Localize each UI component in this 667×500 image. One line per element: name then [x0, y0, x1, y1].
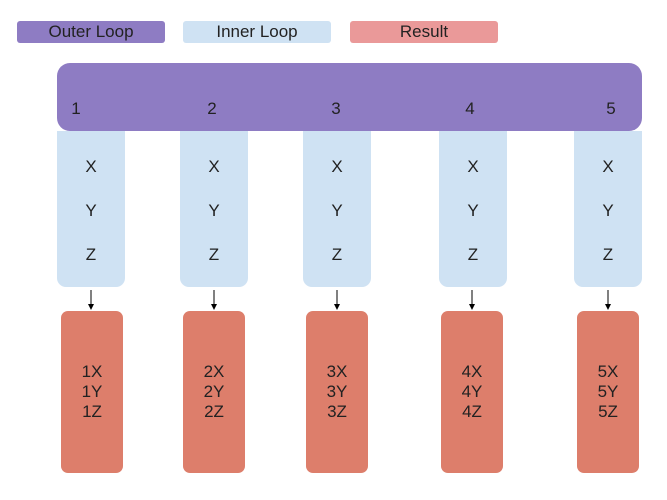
outer-loop-value-2: 2	[207, 99, 217, 118]
outer-loop-bar	[57, 63, 642, 131]
result-column-4: 4X 4Y 4Z	[441, 311, 503, 473]
inner-loop-column-1: X Y Z	[57, 131, 125, 287]
outer-loop-value-3: 3	[331, 99, 341, 118]
inner-item-z: Z	[208, 245, 220, 264]
result-item: 1X	[81, 362, 103, 381]
legend-inner-loop-label: Inner Loop	[216, 22, 298, 41]
inner-item-z: Z	[331, 245, 343, 264]
result-item: 4X	[461, 362, 483, 381]
inner-item-x: X	[467, 157, 479, 176]
inner-item-x: X	[208, 157, 220, 176]
result-item: 3Y	[326, 382, 348, 401]
result-item: 3Z	[327, 402, 347, 421]
result-column-1: 1X 1Y 1Z	[61, 311, 123, 473]
inner-item-y: Y	[208, 201, 220, 220]
inner-item-x: X	[85, 157, 97, 176]
result-item: 2Z	[204, 402, 224, 421]
result-item: 2Y	[203, 382, 225, 401]
outer-loop-value-4: 4	[465, 99, 475, 118]
result-item: 4Y	[461, 382, 483, 401]
inner-loop-column-3: X Y Z	[303, 131, 371, 287]
inner-item-y: Y	[85, 201, 97, 220]
legend-outer-loop-label: Outer Loop	[48, 22, 134, 41]
result-item: 5Y	[597, 382, 619, 401]
result-item: 2X	[203, 362, 225, 381]
inner-loop-column-5: X Y Z	[574, 131, 642, 287]
inner-item-y: Y	[331, 201, 343, 220]
result-column-5: 5X 5Y 5Z	[577, 311, 639, 473]
inner-loop-column-4: X Y Z	[439, 131, 507, 287]
inner-item-z: Z	[467, 245, 479, 264]
result-item: 5X	[597, 362, 619, 381]
result-item: 3X	[326, 362, 348, 381]
inner-item-x: X	[331, 157, 343, 176]
result-item: 1Y	[81, 382, 103, 401]
inner-item-x: X	[602, 157, 614, 176]
result-column-3: 3X 3Y 3Z	[306, 311, 368, 473]
result-item: 1Z	[82, 402, 102, 421]
outer-loop-value-1: 1	[71, 99, 81, 118]
inner-item-z: Z	[85, 245, 97, 264]
result-column-2: 2X 2Y 2Z	[183, 311, 245, 473]
legend-result: Result	[350, 21, 498, 43]
outer-loop-value-5: 5	[606, 99, 616, 118]
inner-item-y: Y	[602, 201, 614, 220]
inner-loop-column-2: X Y Z	[180, 131, 248, 287]
result-item: 5Z	[598, 402, 618, 421]
legend-inner-loop: Inner Loop	[183, 21, 331, 43]
inner-item-y: Y	[467, 201, 479, 220]
inner-item-z: Z	[602, 245, 614, 264]
legend-outer-loop: Outer Loop	[17, 21, 165, 43]
result-item: 4Z	[462, 402, 482, 421]
legend-result-label: Result	[399, 22, 449, 41]
